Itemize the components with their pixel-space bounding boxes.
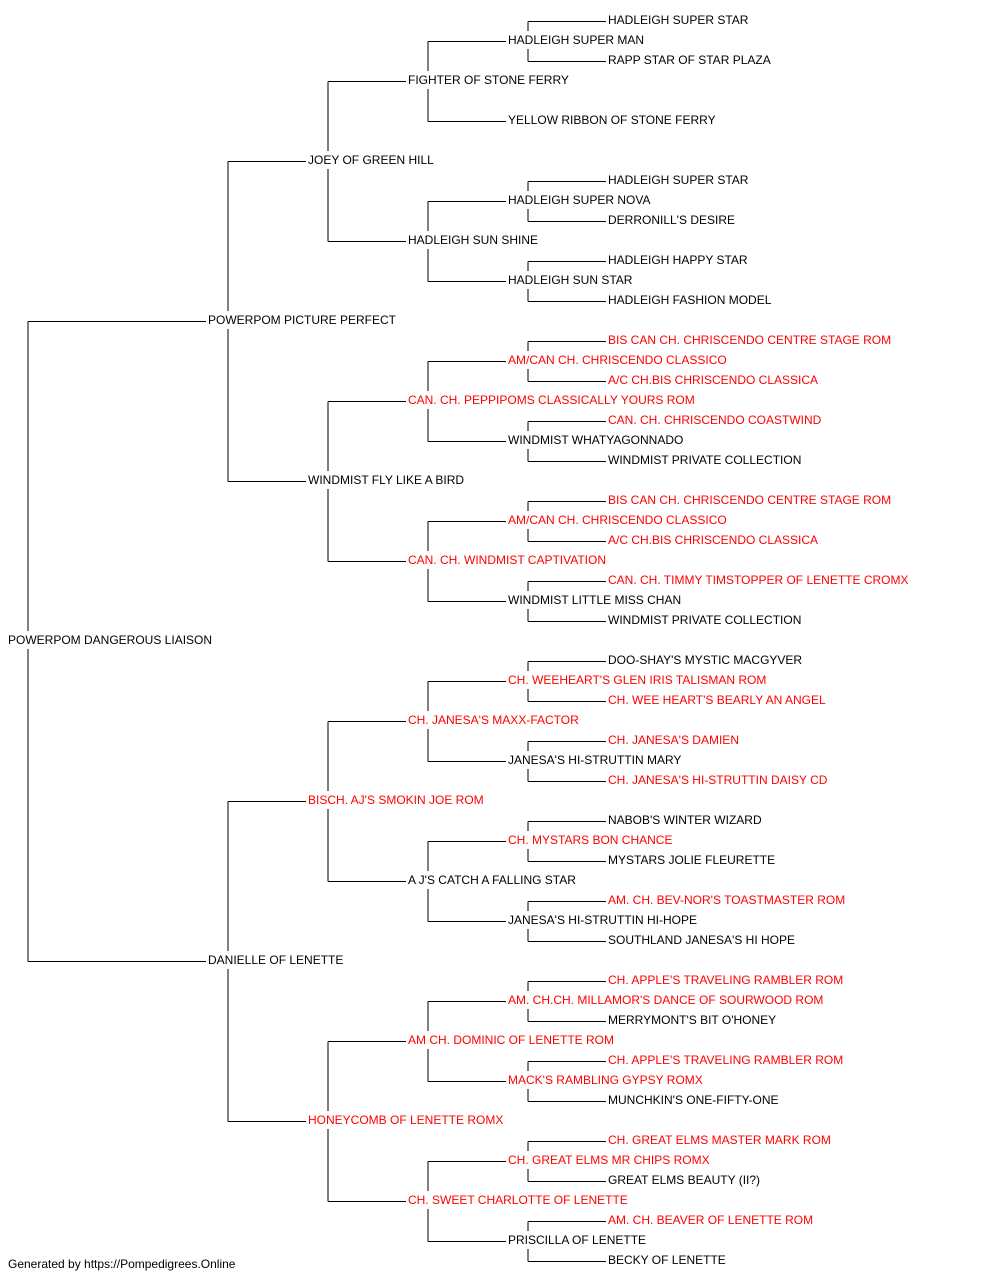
dog-name-root-sire-sire-dam: HADLEIGH SUN SHINE (408, 233, 538, 247)
dog-name-root-dam-sire-dam: A J'S CATCH A FALLING STAR (408, 873, 576, 887)
dog-name-root-dam-dam-dam-sire: CH. GREAT ELMS MR CHIPS ROMX (508, 1153, 710, 1167)
dog-name-root-dam-dam-dam-dam-dam: BECKY OF LENETTE (608, 1253, 726, 1267)
dog-name-root-sire-sire-sire-sire-dam: RAPP STAR OF STAR PLAZA (608, 53, 771, 67)
dog-name-root-sire-dam-dam: CAN. CH. WINDMIST CAPTIVATION (408, 553, 606, 567)
dog-name-root-dam-sire-sire: CH. JANESA'S MAXX-FACTOR (408, 713, 579, 727)
dog-name-root-dam-sire-sire-dam-dam: CH. JANESA'S HI-STRUTTIN DAISY CD (608, 773, 828, 787)
dog-name-root-dam-dam-sire-dam: MACK'S RAMBLING GYPSY ROMX (508, 1073, 703, 1087)
dog-name-root-sire-dam-dam-dam: WINDMIST LITTLE MISS CHAN (508, 593, 681, 607)
dog-name-root-sire-sire-dam-sire: HADLEIGH SUPER NOVA (508, 193, 650, 207)
dog-name-root-dam-sire-dam-dam-dam: SOUTHLAND JANESA'S HI HOPE (608, 933, 795, 947)
dog-name-root-dam-sire-dam-dam: JANESA'S HI-STRUTTIN HI-HOPE (508, 913, 697, 927)
dog-name-root-dam-dam-sire-sire-sire: CH. APPLE'S TRAVELING RAMBLER ROM (608, 973, 843, 987)
dog-name-root-dam-sire-sire-dam: JANESA'S HI-STRUTTIN MARY (508, 753, 681, 767)
dog-name-root-dam-dam-sire-dam-dam: MUNCHKIN'S ONE-FIFTY-ONE (608, 1093, 779, 1107)
dog-name-root-sire-dam-sire-dam: WINDMIST WHATYAGONNADO (508, 433, 683, 447)
dog-name-root-dam-sire-sire-sire: CH. WEEHEART'S GLEN IRIS TALISMAN ROM (508, 673, 766, 687)
generated-by-footer: Generated by https://Pompedigrees.Online (8, 1257, 236, 1271)
dog-name-root-sire-sire: JOEY OF GREEN HILL (308, 153, 434, 167)
dog-name-root-dam-dam-sire: AM CH. DOMINIC OF LENETTE ROM (408, 1033, 614, 1047)
dog-name-root-sire-sire-dam-dam: HADLEIGH SUN STAR (508, 273, 633, 287)
dog-name-root-sire-dam-dam-dam-dam: WINDMIST PRIVATE COLLECTION (608, 613, 801, 627)
dog-name-root-dam-dam: HONEYCOMB OF LENETTE ROMX (308, 1113, 503, 1127)
dog-name-root-dam-dam-sire-dam-sire: CH. APPLE'S TRAVELING RAMBLER ROM (608, 1053, 843, 1067)
dog-name-root-dam-sire-dam-sire: CH. MYSTARS BON CHANCE (508, 833, 672, 847)
dog-name-root-sire-dam: WINDMIST FLY LIKE A BIRD (308, 473, 464, 487)
dog-name-root-dam-dam-dam-sire-dam: GREAT ELMS BEAUTY (II?) (608, 1173, 760, 1187)
dog-name-root-sire-dam-dam-dam-sire: CAN. CH. TIMMY TIMSTOPPER OF LENETTE CRO… (608, 573, 908, 587)
dog-name-root-dam-dam-dam-dam: PRISCILLA OF LENETTE (508, 1233, 646, 1247)
dog-name-root-sire-dam-sire-dam-dam: WINDMIST PRIVATE COLLECTION (608, 453, 801, 467)
dog-name-root-sire-sire-dam-dam-dam: HADLEIGH FASHION MODEL (608, 293, 772, 307)
dog-name-root-sire-sire-dam-dam-sire: HADLEIGH HAPPY STAR (608, 253, 748, 267)
dog-name-root-sire-sire-sire-sire-sire: HADLEIGH SUPER STAR (608, 13, 749, 27)
dog-name-root-dam-dam-dam-sire-sire: CH. GREAT ELMS MASTER MARK ROM (608, 1133, 831, 1147)
dog-name-root-dam-sire-sire-dam-sire: CH. JANESA'S DAMIEN (608, 733, 739, 747)
dog-name-root-dam-sire-dam-sire-dam: MYSTARS JOLIE FLEURETTE (608, 853, 775, 867)
dog-name-root-sire-dam-dam-sire: AM/CAN CH. CHRISCENDO CLASSICO (508, 513, 727, 527)
dog-name-root-sire-dam-sire-sire: AM/CAN CH. CHRISCENDO CLASSICO (508, 353, 727, 367)
dog-name-root-dam-sire: BISCH. AJ'S SMOKIN JOE ROM (308, 793, 484, 807)
dog-name-root-sire-sire-dam-sire-dam: DERRONILL'S DESIRE (608, 213, 735, 227)
dog-name-root-sire-dam-sire-sire-sire: BIS CAN CH. CHRISCENDO CENTRE STAGE ROM (608, 333, 891, 347)
dog-name-root-sire-dam-sire-sire-dam: A/C CH.BIS CHRISCENDO CLASSICA (608, 373, 818, 387)
dog-name-root-sire-sire-sire-sire: HADLEIGH SUPER MAN (508, 33, 644, 47)
dog-name-root-sire-dam-sire-dam-sire: CAN. CH. CHRISCENDO COASTWIND (608, 413, 822, 427)
dog-name-root-dam-sire-dam-dam-sire: AM. CH. BEV-NOR'S TOASTMASTER ROM (608, 893, 845, 907)
dog-name-root-sire-sire-sire: FIGHTER OF STONE FERRY (408, 73, 569, 87)
dog-name-root-sire: POWERPOM PICTURE PERFECT (208, 313, 397, 327)
dog-name-root-sire-dam-dam-sire-sire: BIS CAN CH. CHRISCENDO CENTRE STAGE ROM (608, 493, 891, 507)
dog-name-root-dam: DANIELLE OF LENETTE (208, 953, 343, 967)
dog-name-root-dam-dam-sire-sire-dam: MERRYMONT'S BIT O'HONEY (608, 1013, 776, 1027)
dog-names: POWERPOM DANGEROUS LIAISON POWERPOM PICTU… (8, 13, 908, 1267)
dog-name-root-sire-sire-sire-dam: YELLOW RIBBON OF STONE FERRY (508, 113, 716, 127)
dog-name-root-dam-dam-dam-dam-sire: AM. CH. BEAVER OF LENETTE ROM (608, 1213, 813, 1227)
dog-name-root-dam-sire-sire-sire-dam: CH. WEE HEART'S BEARLY AN ANGEL (608, 693, 826, 707)
connector-lines (27, 21, 606, 1262)
dog-name-root-dam-sire-sire-sire-sire: DOO-SHAY'S MYSTIC MACGYVER (608, 653, 802, 667)
dog-name-root: POWERPOM DANGEROUS LIAISON (8, 633, 212, 647)
dog-name-root-sire-dam-sire: CAN. CH. PEPPIPOMS CLASSICALLY YOURS ROM (408, 393, 695, 407)
dog-name-root-dam-dam-dam: CH. SWEET CHARLOTTE OF LENETTE (408, 1193, 628, 1207)
dog-name-root-sire-sire-dam-sire-sire: HADLEIGH SUPER STAR (608, 173, 749, 187)
dog-name-root-dam-sire-dam-sire-sire: NABOB'S WINTER WIZARD (608, 813, 762, 827)
dog-name-root-dam-dam-sire-sire: AM. CH.CH. MILLAMOR'S DANCE OF SOURWOOD … (508, 993, 823, 1007)
dog-name-root-sire-dam-dam-sire-dam: A/C CH.BIS CHRISCENDO CLASSICA (608, 533, 818, 547)
